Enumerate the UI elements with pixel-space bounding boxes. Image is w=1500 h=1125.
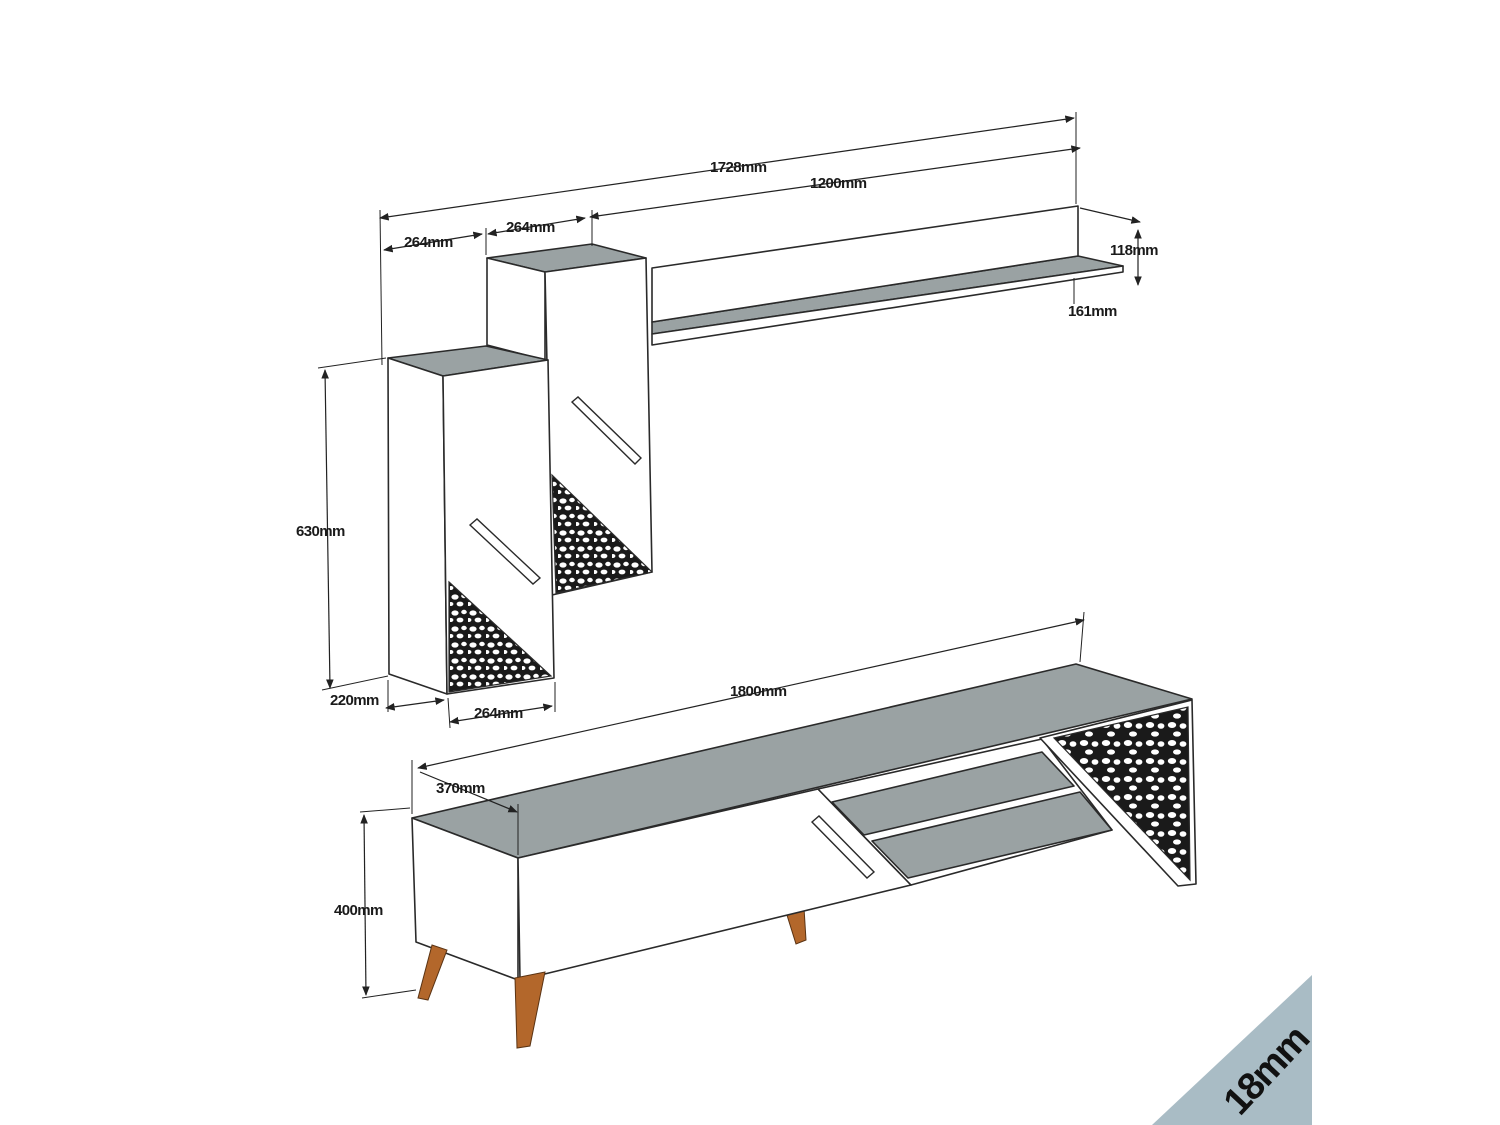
upper-right-cabinet-handle[interactable] bbox=[570, 396, 642, 465]
upper-right-cabinet-pattern bbox=[551, 473, 654, 594]
dimension-lines bbox=[317, 112, 1142, 999]
thickness-badge: 18mm bbox=[1152, 975, 1317, 1125]
tv-unit-handle[interactable] bbox=[810, 815, 876, 879]
lower-left-cabinet-side bbox=[387, 357, 448, 695]
dim-cabinet-left-width: 264mm bbox=[404, 234, 453, 251]
tv-unit-leg-front bbox=[514, 971, 546, 1049]
dim-wall-shelf-width: 1200mm bbox=[810, 175, 867, 192]
dim-cabinet-bottom-width: 264mm bbox=[474, 705, 523, 722]
tv-unit-leg-front-left bbox=[417, 944, 448, 1001]
lower-left-cabinet-handle[interactable] bbox=[468, 518, 542, 585]
dim-shelf-depth: 118mm bbox=[1110, 242, 1158, 259]
dim-tv-unit-depth: 370mm bbox=[436, 780, 485, 797]
lower-left-cabinet bbox=[387, 345, 555, 695]
upper-right-cabinet-side bbox=[486, 257, 546, 361]
tv-unit-right-pattern bbox=[1052, 706, 1191, 882]
dim-tv-unit-width: 1800mm bbox=[730, 683, 787, 700]
tv-unit-shelf-lower bbox=[871, 791, 1113, 879]
upper-right-cabinet bbox=[486, 243, 654, 596]
thickness-badge-triangle bbox=[1152, 975, 1312, 1125]
dim-cabinet-depth: 220mm bbox=[330, 692, 379, 709]
dim-cabinet-height: 630mm bbox=[296, 523, 345, 540]
dim-overall-width: 1728mm bbox=[710, 159, 767, 176]
wall-shelf-back-edge bbox=[651, 205, 1079, 323]
dim-tv-unit-height: 400mm bbox=[334, 902, 383, 919]
dim-shelf-height: 161mm bbox=[1068, 303, 1117, 320]
dimension-labels: 1728mm 1200mm 264mm 264mm 118mm 161mm 63… bbox=[296, 159, 1159, 919]
wall-shelf bbox=[651, 205, 1124, 346]
dim-cabinet-right-width: 264mm bbox=[506, 219, 555, 236]
tv-unit bbox=[411, 663, 1197, 1049]
wall-shelf-front bbox=[651, 265, 1124, 346]
